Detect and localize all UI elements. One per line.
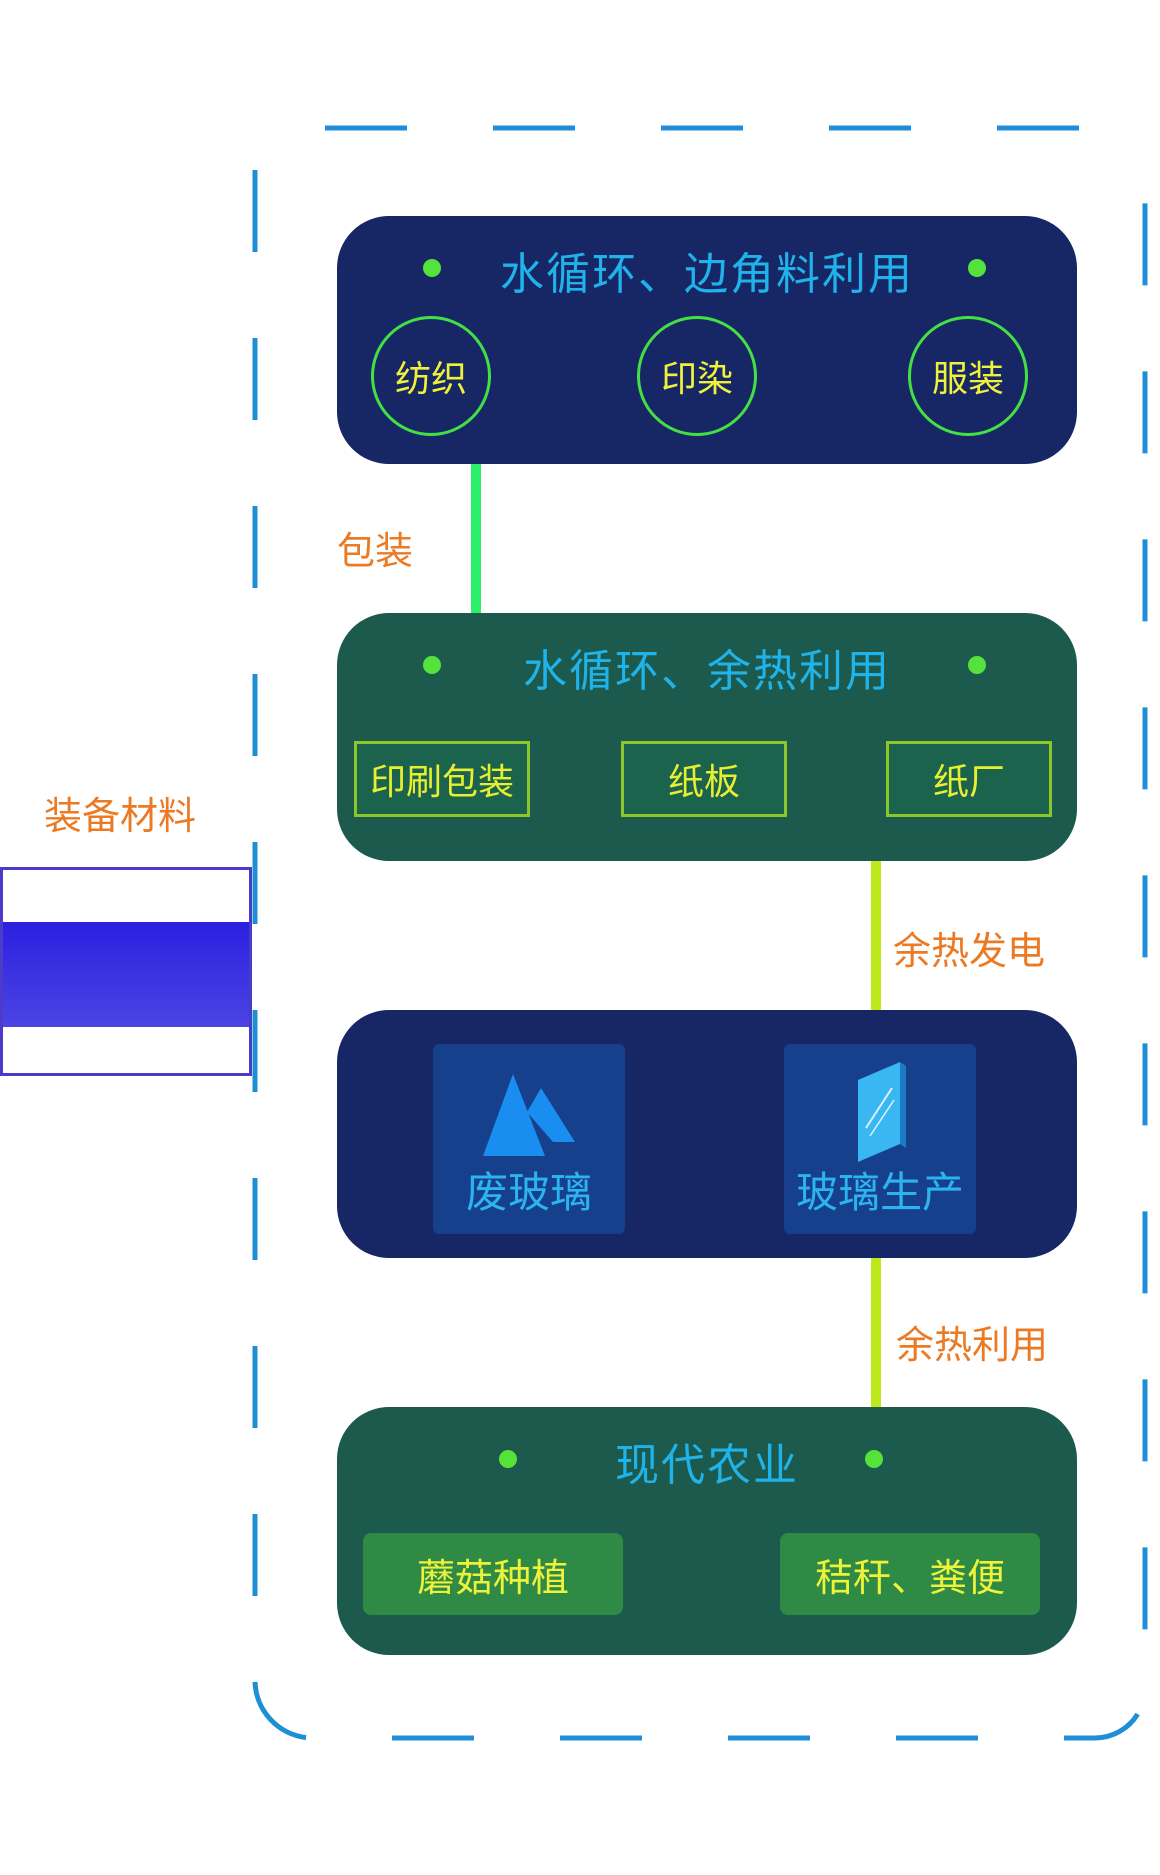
node-dyeing: 印染	[637, 316, 757, 436]
paper-panel: 水循环、余热利用 印刷包装 纸板 纸厂	[337, 613, 1077, 861]
node-mushroom-planting: 蘑菇种植	[363, 1533, 623, 1615]
tile-waste-glass: 废玻璃	[433, 1044, 625, 1234]
panel-title: 水循环、余热利用	[523, 646, 891, 697]
bullet-dot	[423, 656, 441, 674]
node-cardboard: 纸板	[621, 741, 787, 817]
bullet-dot	[499, 1450, 517, 1468]
bullet-dot	[968, 259, 986, 277]
connector-label-waste-heat-power: 余热发电	[893, 929, 1046, 973]
tile-label: 玻璃生产	[795, 1168, 964, 1217]
equipment-materials-box	[0, 867, 252, 1076]
connector-label-waste-heat-use: 余热利用	[896, 1323, 1049, 1367]
node-garment: 服装	[908, 316, 1028, 436]
connector-label-packaging: 包装	[337, 529, 414, 573]
panel-title: 水循环、边角料利用	[500, 249, 914, 300]
textile-panel: 水循环、边角料利用 纺织 印染 服装	[337, 216, 1077, 464]
node-paper-mill: 纸厂	[886, 741, 1052, 817]
node-textile: 纺织	[371, 316, 491, 436]
connector-line-2	[871, 860, 881, 1018]
tile-label: 废玻璃	[465, 1168, 592, 1217]
connector-line-1	[471, 464, 481, 622]
glass-panel: 废玻璃 玻璃生产	[337, 1010, 1077, 1258]
node-print-packaging: 印刷包装	[354, 741, 530, 817]
side-label: 装备材料	[44, 794, 197, 838]
panel-title: 现代农业	[615, 1440, 799, 1491]
bullet-dot	[423, 259, 441, 277]
connector-line-3	[871, 1257, 881, 1415]
bullet-dot	[968, 656, 986, 674]
agriculture-panel: 现代农业 蘑菇种植 秸秆、粪便	[337, 1407, 1077, 1655]
node-straw-manure: 秸秆、粪便	[780, 1533, 1040, 1615]
glass-pane-icon	[858, 1062, 906, 1162]
bullet-dot	[865, 1450, 883, 1468]
mountain-icon	[483, 1074, 575, 1156]
tile-glass-production: 玻璃生产	[784, 1044, 976, 1234]
